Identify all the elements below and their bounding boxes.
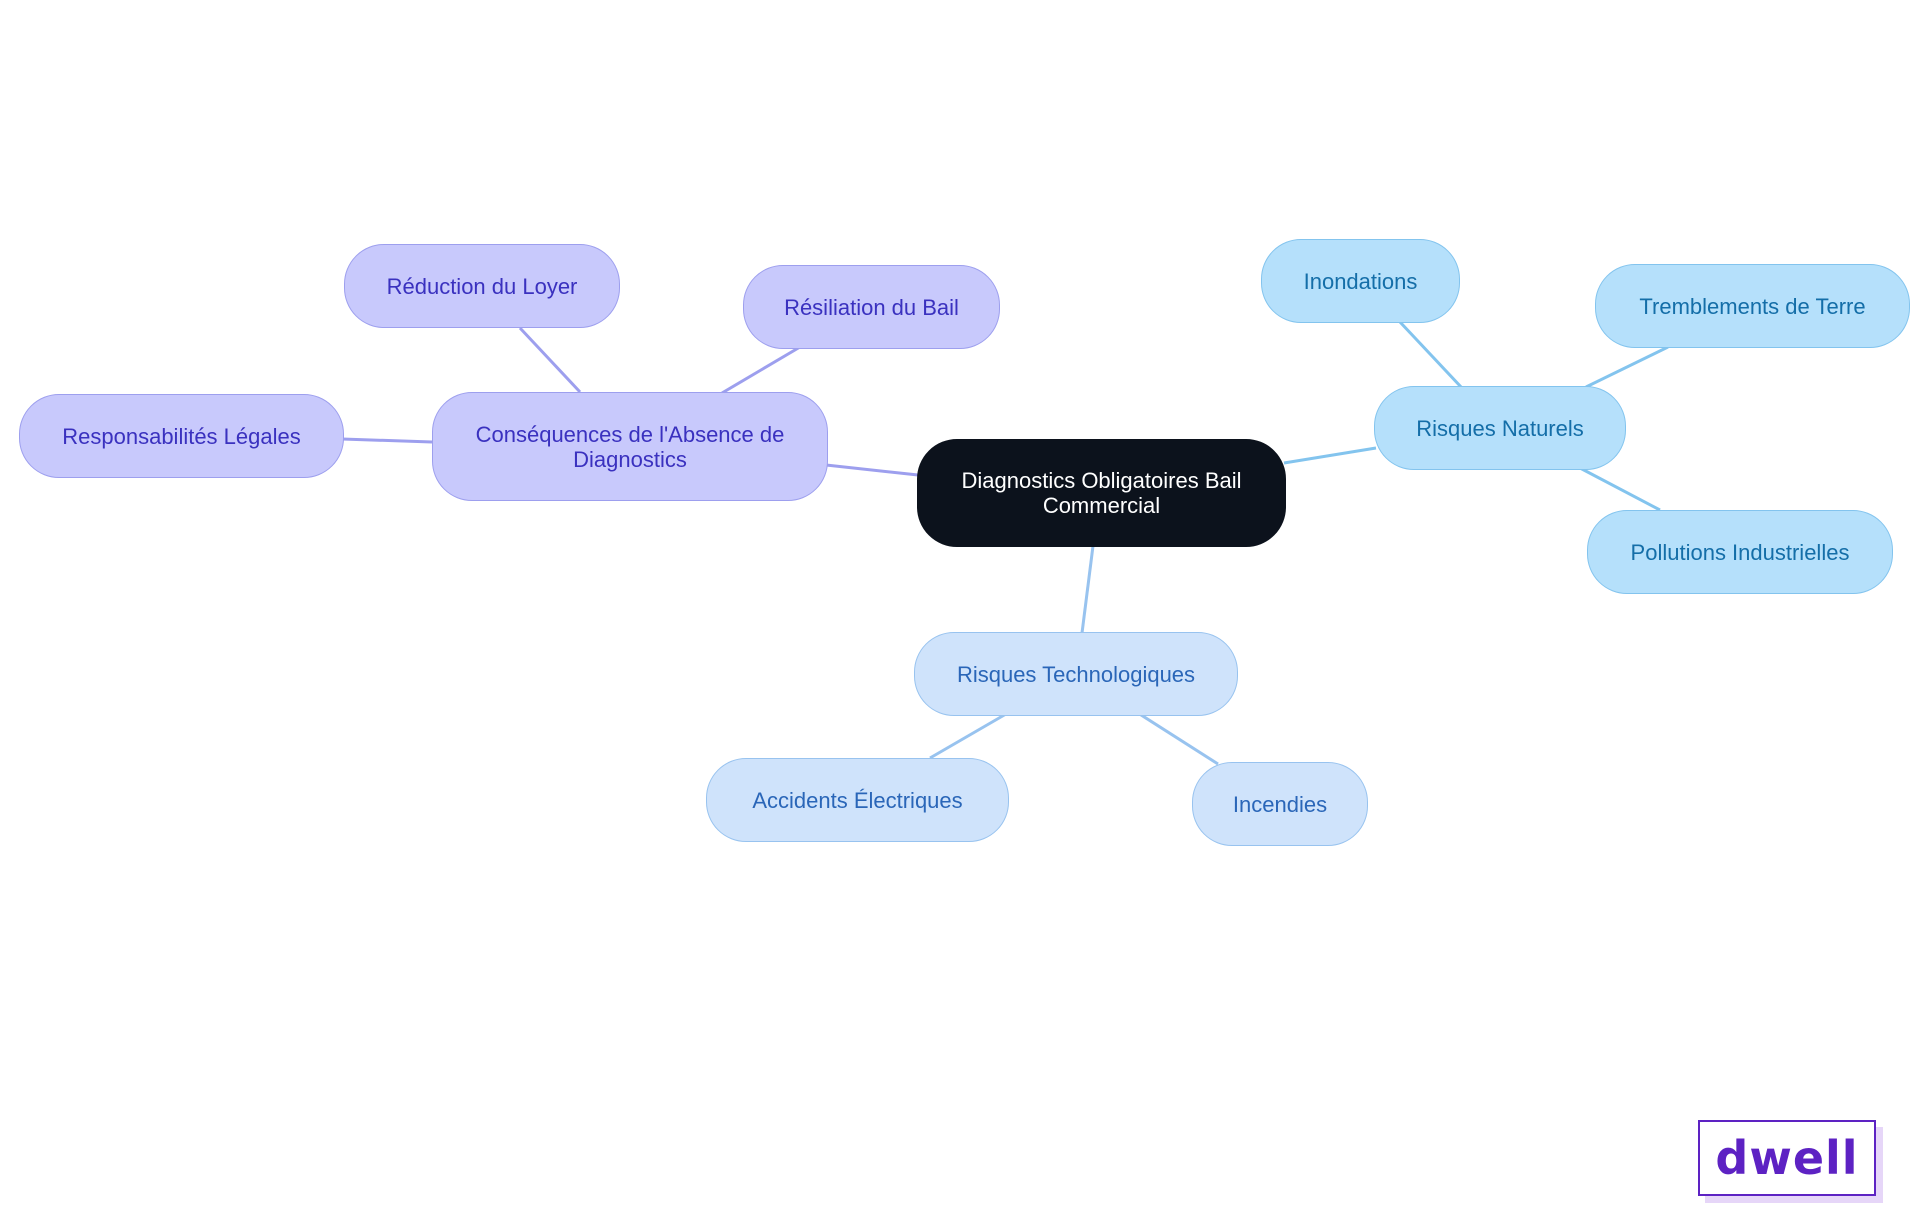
edge-naturels-inondations — [1398, 320, 1464, 390]
edge-technologiques-incendies — [1137, 711, 1219, 766]
root-node-label: Diagnostics Obligatoires Bail Commercial — [961, 468, 1242, 518]
leaf-node-reduction-du-loyer[interactable]: Réduction du Loyer — [344, 244, 620, 328]
edge-consequences-reduction — [518, 326, 582, 394]
edge-root-naturels — [1283, 446, 1377, 465]
branch-node-consequences[interactable]: Conséquences de l'Absence de Diagnostics — [432, 392, 828, 501]
branch-node-consequences-label: Conséquences de l'Absence de Diagnostics — [475, 421, 785, 472]
edge-consequences-resiliation — [721, 345, 801, 395]
leaf-node-inondations-label: Inondations — [1303, 268, 1418, 294]
leaf-node-pollutions-industrielles-label: Pollutions Industrielles — [1630, 539, 1850, 565]
edge-naturels-tremblements — [1585, 345, 1669, 389]
edge-naturels-pollutions — [1579, 466, 1661, 512]
dwell-logo: dwell — [1698, 1120, 1876, 1196]
leaf-node-resiliation-du-bail[interactable]: Résiliation du Bail — [743, 265, 1000, 349]
leaf-node-inondations[interactable]: Inondations — [1261, 239, 1460, 323]
leaf-node-responsabilites-legales[interactable]: Responsabilités Légales — [19, 394, 344, 478]
leaf-node-incendies[interactable]: Incendies — [1192, 762, 1368, 846]
branch-node-risques-technologiques[interactable]: Risques Technologiques — [914, 632, 1238, 716]
branch-node-risques-technologiques-label: Risques Technologiques — [956, 661, 1196, 687]
root-node[interactable]: Diagnostics Obligatoires Bail Commercial — [917, 439, 1286, 547]
dwell-logo-text: dwell — [1715, 1131, 1859, 1185]
leaf-node-accidents-electriques-label: Accidents Électriques — [752, 787, 963, 813]
leaf-node-responsabilites-legales-label: Responsabilités Légales — [62, 423, 301, 449]
edge-technologiques-accidents — [929, 712, 1007, 760]
leaf-node-accidents-electriques[interactable]: Accidents Électriques — [706, 758, 1009, 842]
branch-node-risques-naturels[interactable]: Risques Naturels — [1374, 386, 1626, 470]
edge-root-consequences — [825, 463, 919, 477]
edge-consequences-responsabilites — [341, 437, 433, 444]
leaf-node-reduction-du-loyer-label: Réduction du Loyer — [386, 273, 578, 299]
leaf-node-resiliation-du-bail-label: Résiliation du Bail — [784, 294, 959, 320]
leaf-node-tremblements-de-terre-label: Tremblements de Terre — [1639, 293, 1866, 319]
edge-root-technologiques — [1080, 545, 1095, 634]
branch-node-risques-naturels-label: Risques Naturels — [1416, 415, 1584, 441]
leaf-node-incendies-label: Incendies — [1232, 791, 1328, 817]
leaf-node-pollutions-industrielles[interactable]: Pollutions Industrielles — [1587, 510, 1893, 594]
leaf-node-tremblements-de-terre[interactable]: Tremblements de Terre — [1595, 264, 1910, 348]
